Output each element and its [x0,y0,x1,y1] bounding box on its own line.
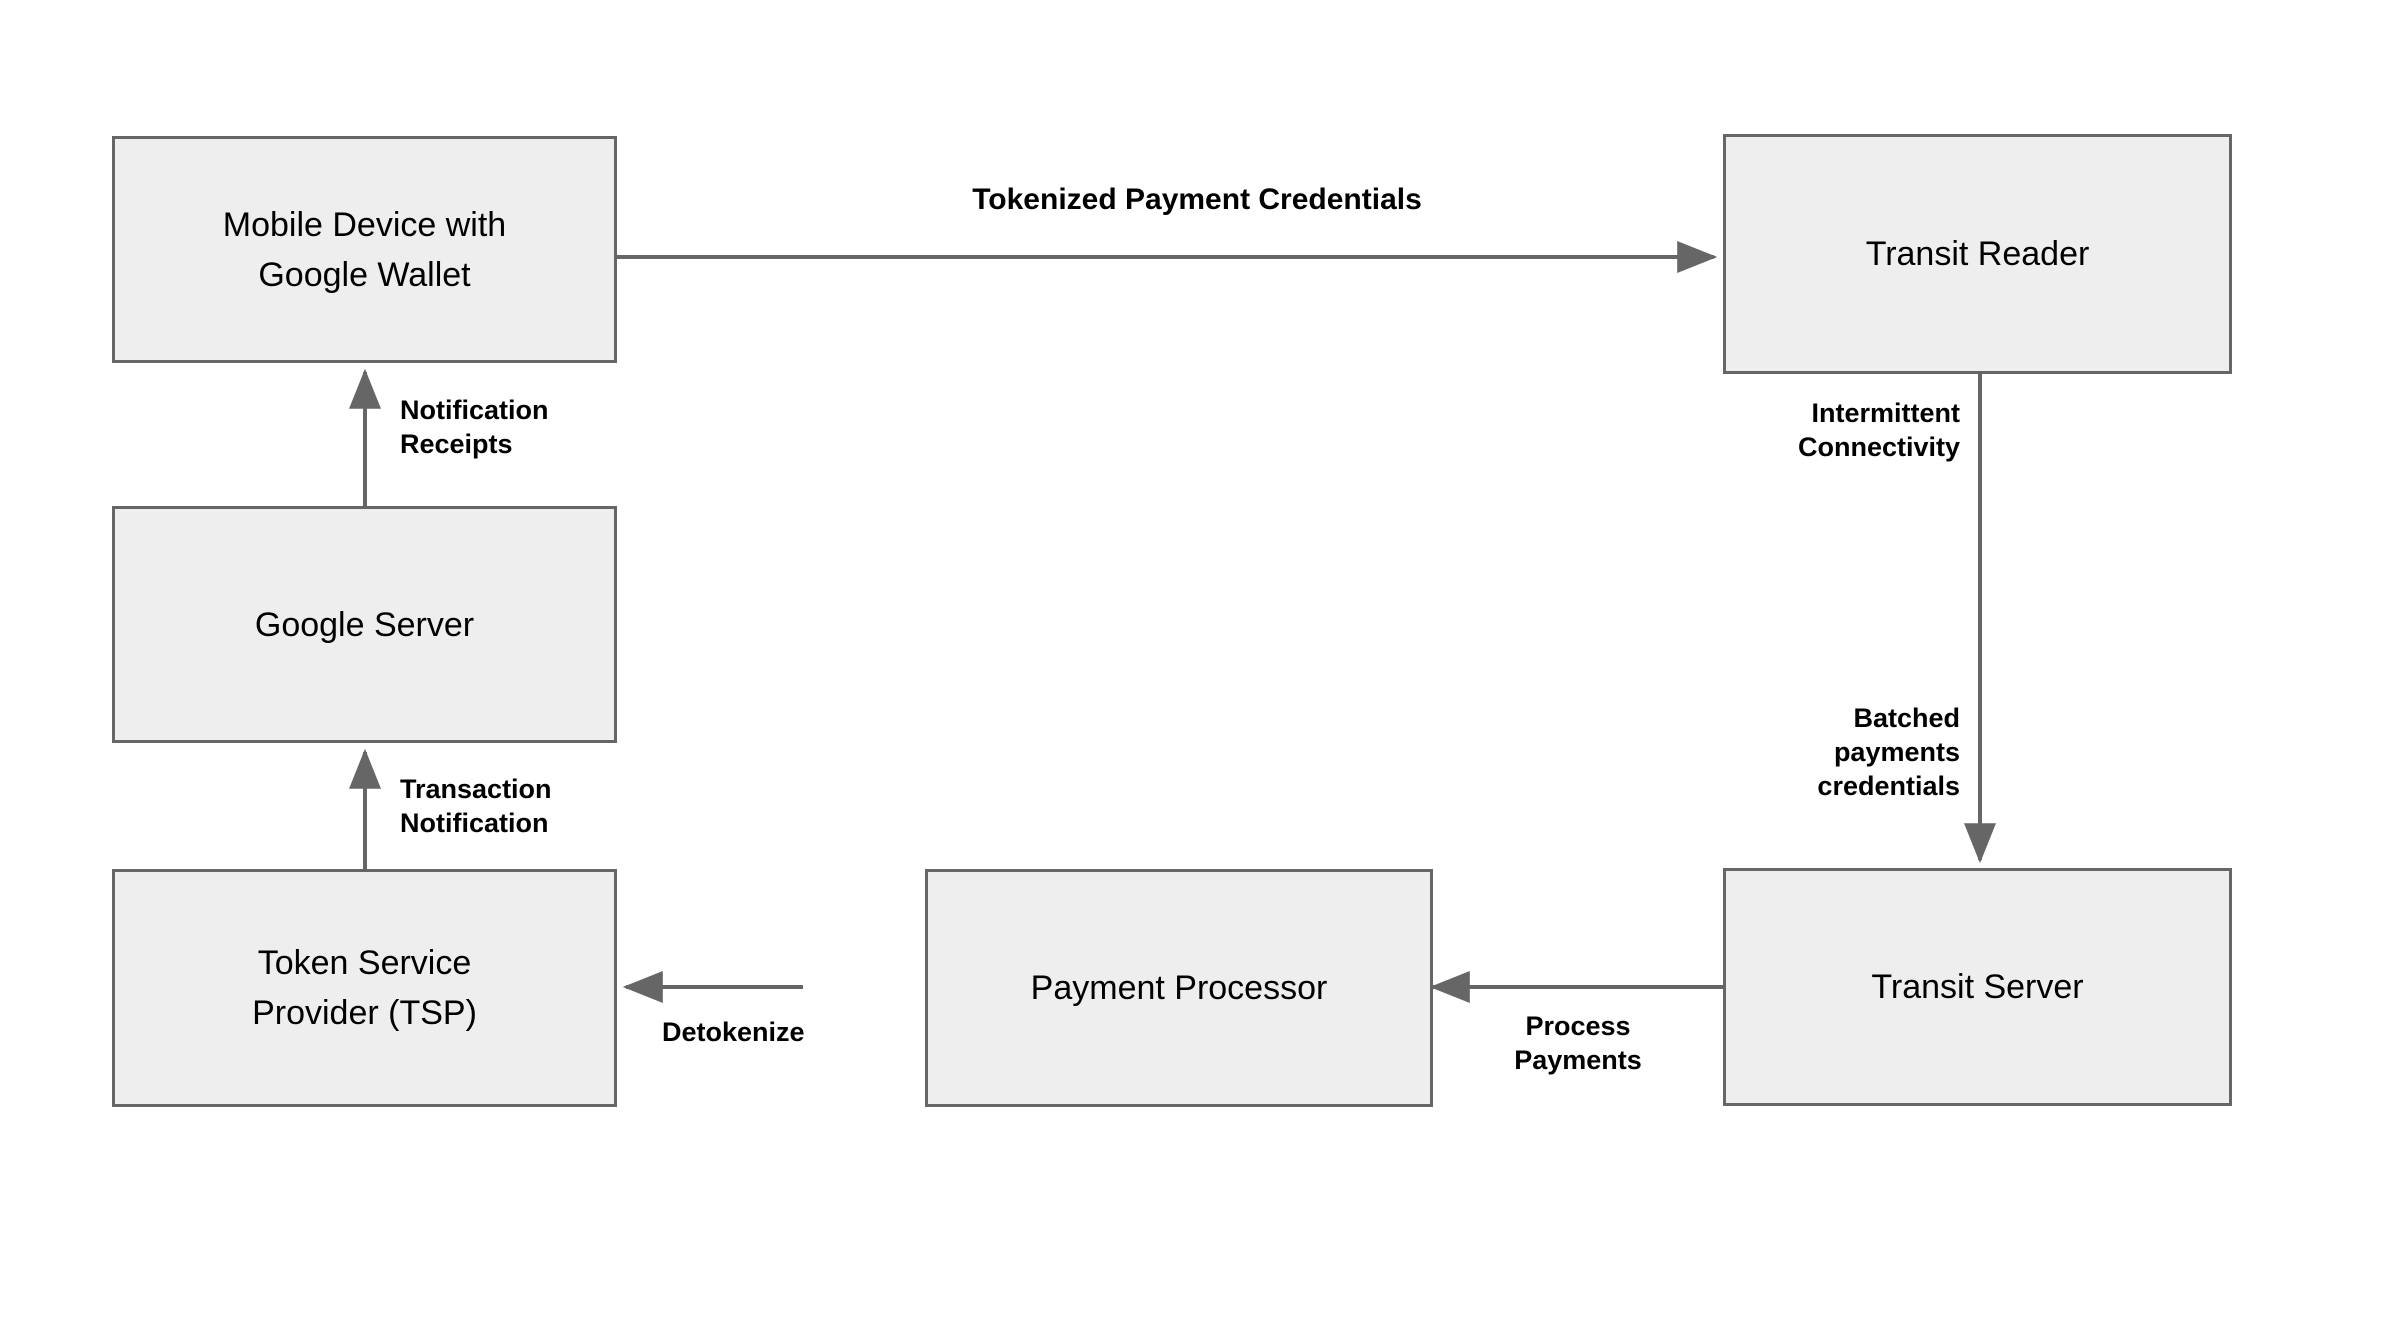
edge-label-notification-receipts: Notification Receipts [400,395,549,459]
node-label-mobile-device: Mobile Device with Google Wallet [222,205,507,294]
edge-label-detokenize: Detokenize [662,1017,805,1047]
node-token-service-provider[interactable]: Token Service Provider (TSP) [112,869,617,1107]
edge-label-tokenized-payment-credentials: Tokenized Payment Credentials [972,183,1422,216]
node-label-google-server: Google Server [254,605,475,644]
node-payment-processor[interactable]: Payment Processor [925,869,1433,1107]
edge-label-batched-payments-credentials: Batched payments credentials [1817,703,1960,801]
node-label-transit-reader: Transit Reader [1865,235,2090,273]
edge-label-transaction-notification: Transaction Notification [400,774,552,838]
node-mobile-device[interactable]: Mobile Device with Google Wallet [112,136,617,363]
node-label-token-service-provider: Token Service Provider (TSP) [252,944,477,1032]
node-label-payment-processor: Payment Processor [1030,969,1328,1007]
edge-label-process-payments: Process Payments [1514,1011,1642,1075]
node-transit-reader[interactable]: Transit Reader [1723,134,2232,374]
edge-label-intermittent-connectivity: Intermittent Connectivity [1797,398,1960,462]
node-transit-server[interactable]: Transit Server [1723,868,2232,1106]
node-label-transit-server: Transit Server [1871,968,2084,1006]
node-google-server[interactable]: Google Server [112,506,617,743]
